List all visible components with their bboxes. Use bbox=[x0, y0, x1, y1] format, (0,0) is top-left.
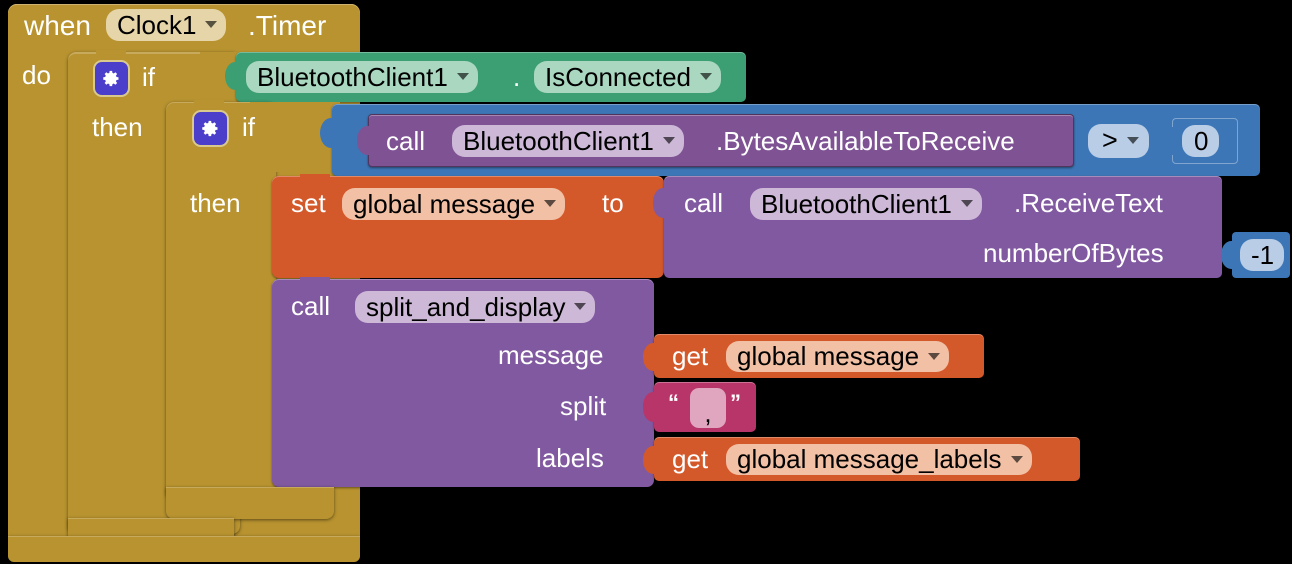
number-zero-value: 0 bbox=[1194, 125, 1209, 156]
if-block-outer-mutator[interactable] bbox=[93, 60, 130, 97]
procedure-arg-label-labels: labels bbox=[536, 443, 604, 473]
if-block-outer-top-notch bbox=[96, 50, 126, 59]
chevron-down-icon[interactable] bbox=[1010, 455, 1023, 463]
receivetext-arg-label-numberofbytes: numberOfBytes bbox=[983, 238, 1164, 268]
procedure-call-keyword: call bbox=[291, 291, 331, 321]
receivetext-component-dropdown[interactable]: BluetoothClient1 bbox=[750, 188, 982, 220]
number-block-minus-one-left-plug bbox=[1221, 241, 1235, 269]
text-open-quote: “ bbox=[668, 390, 679, 415]
event-name-label: .Timer bbox=[248, 10, 327, 41]
receivetext-call-keyword: call bbox=[684, 188, 724, 218]
receivetext-left-plug bbox=[653, 188, 667, 218]
comparison-operator-dropdown[interactable]: > bbox=[1088, 124, 1149, 158]
chevron-down-icon[interactable] bbox=[1126, 137, 1139, 144]
getter-property-dropdown[interactable]: IsConnected bbox=[534, 61, 721, 93]
getter-property-label: IsConnected bbox=[545, 61, 691, 92]
getter-component-label: BluetoothClient1 bbox=[257, 61, 448, 92]
set-keyword: set bbox=[291, 188, 326, 218]
set-to-label: to bbox=[602, 188, 624, 218]
method-call-component-dropdown[interactable]: BluetoothClient1 bbox=[452, 125, 684, 157]
chevron-down-icon[interactable] bbox=[928, 352, 941, 360]
text-value-field[interactable]: , bbox=[690, 388, 726, 428]
chevron-down-icon[interactable] bbox=[960, 200, 973, 207]
get-global-message-left-plug bbox=[643, 343, 657, 371]
if-block-inner-bottom-arm bbox=[166, 487, 334, 519]
set-variable-name: global message bbox=[353, 188, 536, 219]
receivetext-method-label: .ReceiveText bbox=[1014, 188, 1163, 218]
gear-icon bbox=[202, 120, 218, 137]
if-block-inner-if-label: if bbox=[242, 112, 255, 142]
chevron-down-icon[interactable] bbox=[205, 21, 218, 28]
get-keyword-message: get bbox=[672, 341, 709, 371]
comparison-left-plug bbox=[320, 118, 335, 148]
getter-component-dropdown[interactable]: BluetoothClient1 bbox=[246, 61, 478, 93]
get-variable-dropdown-labels[interactable]: global message_labels bbox=[726, 444, 1032, 475]
canvas-gap-right bbox=[360, 0, 1292, 50]
number-block-zero-left-plug bbox=[1161, 127, 1175, 155]
method-call-method-label: .BytesAvailableToReceive bbox=[716, 126, 1015, 156]
receivetext-component-label: BluetoothClient1 bbox=[761, 188, 952, 219]
get-variable-dropdown-message[interactable]: global message bbox=[726, 341, 950, 372]
event-component-dropdown[interactable]: Clock1 bbox=[106, 9, 227, 41]
chevron-down-icon[interactable] bbox=[662, 137, 675, 144]
number-minus-one-value: -1 bbox=[1251, 239, 1275, 270]
chevron-down-icon[interactable] bbox=[544, 200, 557, 207]
comparison-operator-label: > bbox=[1102, 125, 1118, 155]
if-block-inner-then-label: then bbox=[190, 188, 241, 218]
method-call-keyword: call bbox=[386, 126, 426, 156]
set-variable-top-notch bbox=[300, 174, 330, 184]
procedure-arg-label-split: split bbox=[560, 391, 607, 421]
get-variable-name-labels: global message_labels bbox=[737, 444, 1002, 474]
get-variable-name-message: global message bbox=[737, 341, 920, 371]
event-body-label-do: do bbox=[22, 60, 51, 90]
set-variable-dropdown[interactable]: global message bbox=[342, 188, 566, 220]
component-getter-left-plug bbox=[225, 62, 239, 90]
event-component-label: Clock1 bbox=[117, 9, 197, 40]
chevron-down-icon[interactable] bbox=[574, 303, 587, 310]
number-block-zero-field[interactable]: 0 bbox=[1182, 125, 1220, 157]
getter-dot-separator: . bbox=[513, 62, 521, 92]
method-call-component-label: BluetoothClient1 bbox=[463, 125, 654, 156]
gear-icon bbox=[103, 70, 119, 87]
text-value-comma: , bbox=[704, 398, 712, 428]
procedure-call-top-notch bbox=[300, 277, 330, 287]
chevron-down-icon[interactable] bbox=[699, 73, 712, 80]
if-block-inner-mutator[interactable] bbox=[192, 110, 229, 147]
event-block-bottom-bar bbox=[8, 536, 360, 562]
procedure-name-label: split_and_display bbox=[366, 291, 566, 322]
event-keyword-when: when bbox=[24, 10, 91, 41]
if-block-inner-top-notch bbox=[194, 100, 224, 109]
get-global-message-labels-left-plug bbox=[643, 446, 657, 474]
text-block-left-plug bbox=[643, 392, 657, 422]
number-block-minus-one-field[interactable]: -1 bbox=[1240, 239, 1285, 271]
procedure-arg-label-message: message bbox=[498, 340, 604, 370]
if-block-outer-if-label: if bbox=[142, 62, 155, 92]
text-close-quote: ” bbox=[730, 390, 741, 415]
procedure-name-dropdown[interactable]: split_and_display bbox=[355, 291, 596, 323]
method-call-left-plug bbox=[357, 126, 371, 155]
get-keyword-labels: get bbox=[672, 444, 709, 474]
if-block-outer-then-label: then bbox=[92, 112, 143, 142]
chevron-down-icon[interactable] bbox=[456, 73, 469, 80]
